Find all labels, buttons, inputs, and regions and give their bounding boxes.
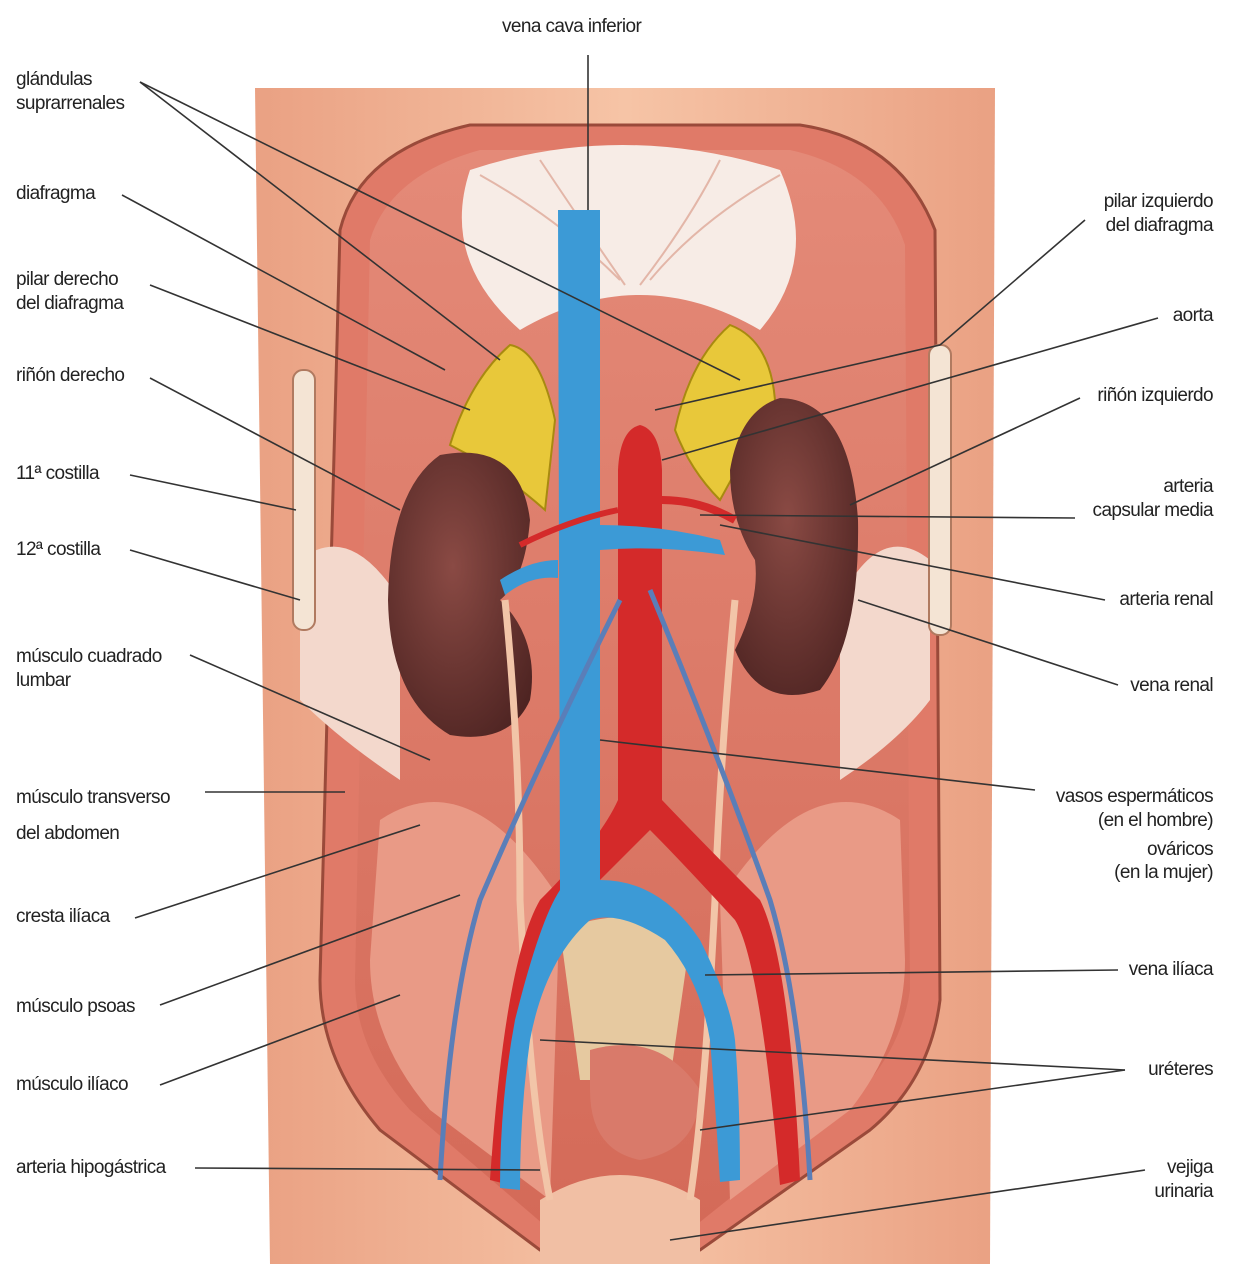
label-arteria-renal: arteria renal xyxy=(1119,588,1213,612)
label-vena-iliaca: vena ilíaca xyxy=(1129,958,1213,982)
label-ureteres: uréteres xyxy=(1148,1058,1213,1082)
label-musculo-psoas: músculo psoas xyxy=(16,995,135,1019)
label-costilla-11: 11ª costilla xyxy=(16,462,99,486)
left-kidney xyxy=(730,398,858,695)
label-aorta: aorta xyxy=(1173,304,1213,328)
bladder xyxy=(540,1175,700,1264)
label-arteria-hipogastrica: arteria hipogástrica xyxy=(16,1156,166,1180)
label-rinon-derecho: riñón derecho xyxy=(16,364,124,388)
label-vena-renal: vena renal xyxy=(1130,674,1213,698)
label-cresta-iliaca: cresta ilíaca xyxy=(16,905,110,929)
label-vena-cava-inferior: vena cava inferior xyxy=(502,15,641,39)
label-vasos-espermaticos: vasos espermáticos(en el hombre)ováricos… xyxy=(1056,778,1213,885)
label-costilla-12: 12ª costilla xyxy=(16,538,100,562)
label-musculo-iliaco: músculo ilíaco xyxy=(16,1073,128,1097)
label-rinon-izquierdo: riñón izquierdo xyxy=(1097,384,1213,408)
label-diafragma: diafragma xyxy=(16,182,95,206)
